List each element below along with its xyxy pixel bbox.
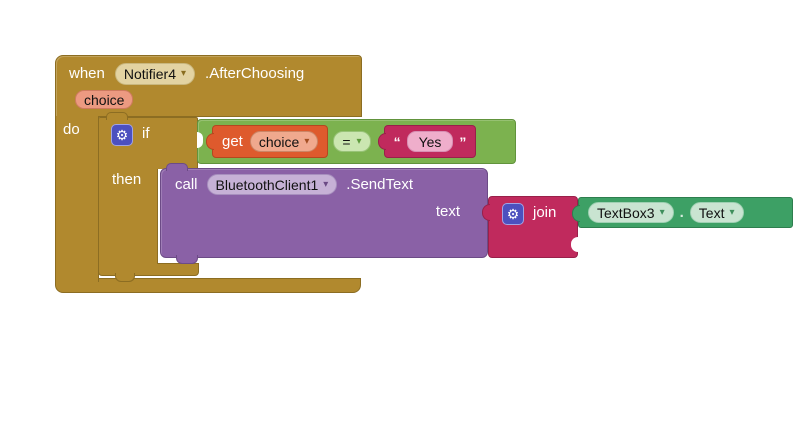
gear-glyph: ⚙ [115, 127, 129, 143]
if-block[interactable]: ⚙ if [98, 112, 198, 169]
method-name-label: .SendText [346, 175, 414, 193]
component-dropdown-label: TextBox3 [597, 204, 655, 221]
operator-label: = [342, 133, 351, 150]
previous-connector-bump [106, 112, 128, 120]
next-connector-tab [176, 255, 198, 264]
plug-tab [206, 133, 214, 150]
string-value: Yes [418, 133, 442, 150]
when-event-block-top[interactable]: when Notifier4 ▾ .AfterChoosing choice [55, 55, 362, 117]
gear-glyph: ⚙ [506, 206, 520, 222]
text-string-block[interactable]: “ Yes ” [377, 125, 477, 158]
component-dropdown-textbox[interactable]: TextBox3 ▾ [588, 202, 674, 223]
property-dropdown[interactable]: Text ▾ [689, 202, 744, 223]
if-label: if [142, 125, 150, 142]
event-name-label: .AfterChoosing [205, 65, 305, 82]
mutator-gear-icon[interactable]: ⚙ [111, 124, 133, 146]
component-dropdown-notifier[interactable]: Notifier4 ▾ [114, 63, 196, 85]
event-param-label: choice [84, 91, 125, 108]
call-method-block[interactable]: call BluetoothClient1 ▾ .SendText text [160, 163, 488, 264]
empty-socket-notch[interactable] [571, 237, 578, 252]
plug-tab [377, 133, 386, 150]
left-socket-notch [197, 132, 203, 148]
next-connector-tab [115, 273, 135, 282]
property-dot: . [679, 204, 684, 221]
variable-dropdown[interactable]: choice ▾ [249, 131, 319, 152]
plug-tab [572, 205, 580, 222]
variable-dropdown-label: choice [258, 133, 300, 150]
operator-dropdown[interactable]: = ▾ [333, 131, 371, 152]
chevron-down-icon: ▾ [729, 206, 735, 218]
component-dropdown-label: Notifier4 [123, 66, 176, 82]
open-quote: “ [393, 133, 401, 150]
join-label: join [533, 204, 557, 221]
chevron-down-icon: ▾ [181, 68, 187, 79]
get-label: get [222, 132, 243, 150]
property-dropdown-label: Text [698, 204, 725, 221]
if-block-bottom[interactable] [98, 263, 199, 282]
mutator-gear-icon[interactable]: ⚙ [502, 203, 524, 225]
join-text-block[interactable]: ⚙ join [482, 196, 578, 258]
get-variable-block[interactable]: get choice ▾ [206, 125, 329, 158]
close-quote: ” [459, 133, 467, 150]
event-param-choice[interactable]: choice [75, 90, 134, 109]
do-label: do [63, 121, 80, 138]
comparison-block[interactable]: get choice ▾ = ▾ “ Yes ” [197, 119, 516, 164]
when-keyword: when [69, 65, 105, 82]
previous-connector-bump [166, 163, 188, 171]
when-event-block-bottom[interactable] [55, 278, 361, 293]
call-keyword: call [175, 175, 198, 193]
component-dropdown-bluetooth[interactable]: BluetoothClient1 ▾ [206, 174, 338, 195]
property-getter-block[interactable]: TextBox3 ▾ . Text ▾ [572, 197, 793, 228]
plug-tab [482, 204, 490, 221]
chevron-down-icon: ▾ [356, 135, 362, 147]
when-event-block-spine[interactable] [55, 116, 99, 282]
string-value-field[interactable]: Yes [406, 131, 454, 152]
if-block-spine[interactable] [98, 168, 158, 264]
then-label: then [112, 171, 142, 188]
arg-text-label: text [435, 203, 460, 220]
chevron-down-icon: ▾ [304, 135, 310, 147]
component-dropdown-label: BluetoothClient1 [215, 176, 319, 193]
chevron-down-icon: ▾ [323, 178, 329, 190]
chevron-down-icon: ▾ [659, 206, 665, 218]
